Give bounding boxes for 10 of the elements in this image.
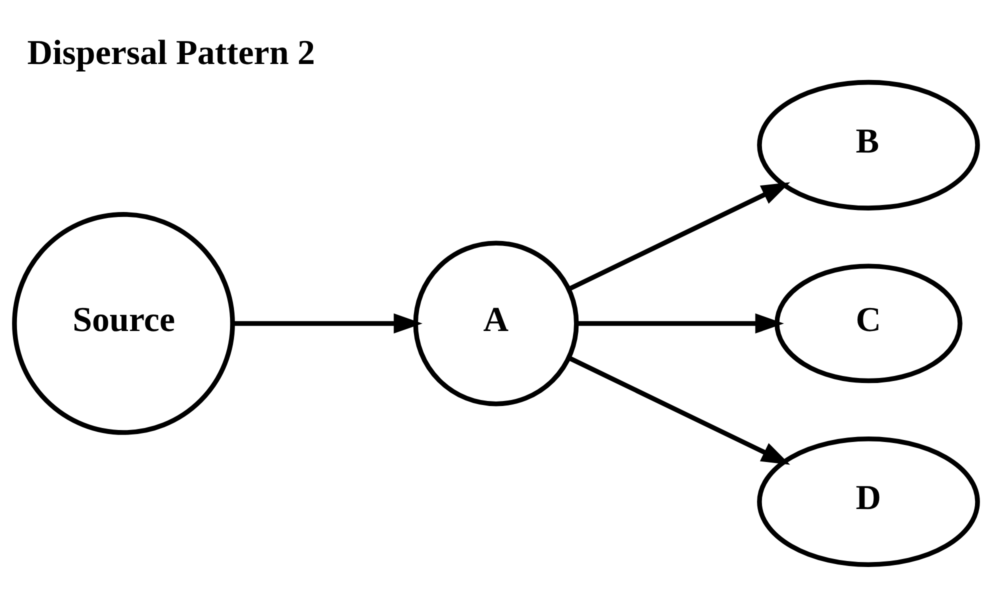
arrow bbox=[576, 312, 784, 334]
diagram-title: Dispersal Pattern 2 bbox=[27, 32, 316, 72]
node-circle: A bbox=[413, 240, 579, 406]
node-ellipse: C bbox=[774, 263, 962, 383]
node-ellipse: B bbox=[757, 79, 980, 210]
node-ellipse: D bbox=[757, 436, 980, 567]
arrow bbox=[568, 355, 790, 464]
arrow bbox=[232, 312, 422, 334]
node-circle: Source bbox=[12, 212, 235, 434]
arrow bbox=[568, 182, 790, 291]
